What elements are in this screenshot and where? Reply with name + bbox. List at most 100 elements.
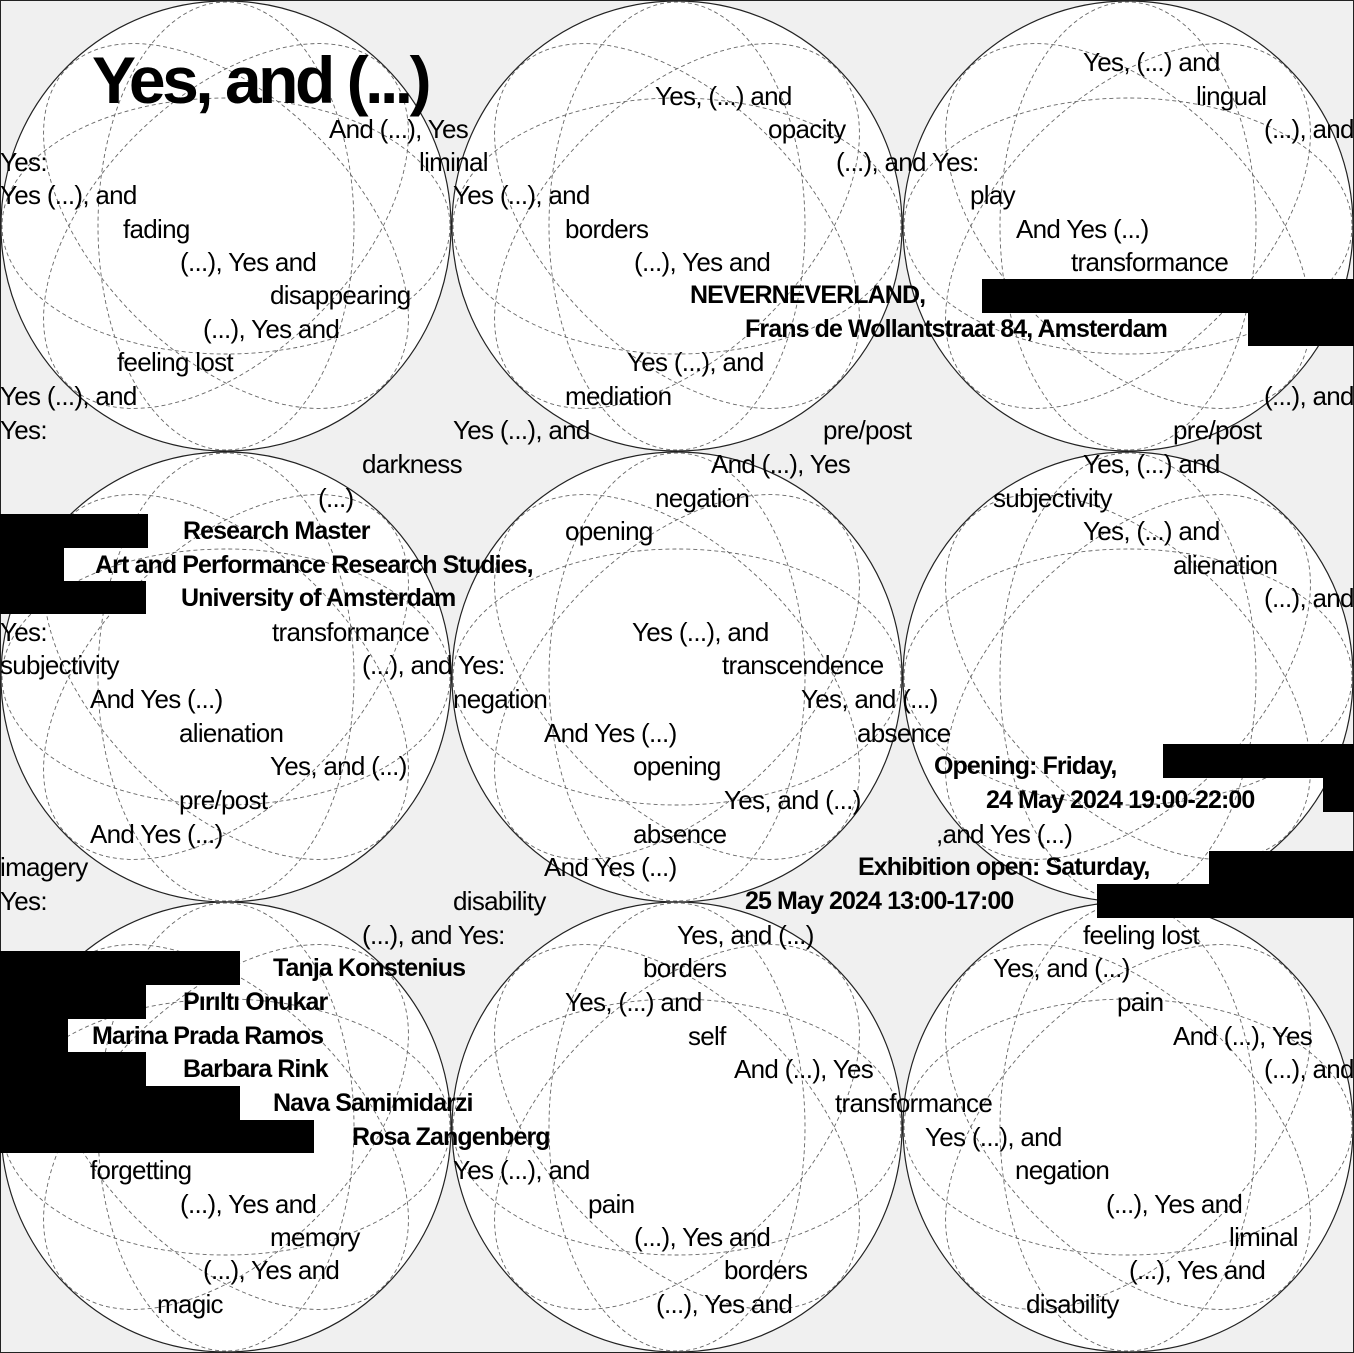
poster-word: And Yes (...) [544,852,677,882]
poster-word: Yes, and (...) [724,785,861,815]
rosette-circle [451,0,903,452]
black-bar [0,951,240,985]
poster-word: And (...), Yes [711,449,851,479]
poster-word: subjectivity [0,650,119,680]
participant-name: Marina Prada Ramos [92,1022,324,1050]
venue-address: Frans de Wollantstraat 84, Amsterdam [745,315,1168,343]
poster-word: Yes, (...) and [1083,516,1220,546]
poster-word: (...), Yes and [203,314,340,344]
program-line: Art and Performance Research Studies, [95,551,534,579]
poster-word: feeling lost [1083,920,1200,950]
poster-word: imagery [0,852,88,882]
poster-word: absence [857,718,951,748]
poster-word: fading [123,214,190,244]
exhibition-label: Exhibition open: Saturday, [858,853,1150,881]
black-bar [0,514,148,548]
poster-word: Yes (...), and [453,415,590,445]
program-line: University of Amsterdam [181,584,456,612]
participant-name: Pırıltı Onukar [183,988,328,1016]
poster-word: Yes: [0,617,48,647]
poster-word: pre/post [1173,415,1262,445]
poster-word: Yes, and (...) [801,684,938,714]
black-bar [1248,312,1354,346]
poster-word: Yes: [0,886,48,916]
black-bar [0,547,64,581]
poster-word: Yes, and (...) [993,953,1130,983]
black-bar [0,1120,314,1153]
rosette-circle [0,451,452,903]
rosette-circle [451,451,903,903]
poster-word: borders [724,1255,808,1285]
poster-word: absence [633,819,727,849]
poster-word: negation [655,483,750,513]
participant-name: Tanja Konstenius [273,954,466,982]
poster-word: Yes, (...) and [655,81,792,111]
poster-word: transformance [272,617,430,647]
poster-word: opening [633,751,721,781]
poster-word: disability [1026,1289,1119,1319]
poster-word: (...), Yes and [1129,1255,1266,1285]
poster-word: And Yes (...) [1016,214,1149,244]
poster-word: ,and Yes (...) [936,819,1073,849]
poster-word: lingual [1196,81,1267,111]
poster-word: liminal [1229,1222,1298,1252]
poster-word: And Yes (...) [90,819,223,849]
poster-word: (...), Yes and [203,1255,340,1285]
venue-name: NEVERNEVERLAND, [690,281,926,309]
poster-word: forgetting [90,1155,192,1185]
black-bar [0,1052,146,1086]
black-bar [1209,851,1354,885]
poster-word: And Yes (...) [90,684,223,714]
poster-word: magic [157,1289,224,1319]
poster-word: (...), Yes and [634,247,771,277]
poster-word: alienation [179,718,284,748]
poster-word: (...), Yes and [180,1189,317,1219]
poster-word: borders [565,214,649,244]
rosette-circle [0,0,452,452]
black-bar [0,985,146,1019]
poster-word: Yes (...), and [453,180,590,210]
poster-word: transformance [1071,247,1229,277]
poster-word: borders [643,953,727,983]
rosette-circle [451,901,903,1353]
poster-word: disappearing [270,280,411,310]
poster-word: (...), and Yes: [362,920,505,950]
poster-word: (...), and Yes: [836,147,979,177]
poster-word: feeling lost [117,347,234,377]
participant-name: Rosa Zangenberg [352,1123,551,1151]
poster-word: And (...), Yes [734,1054,874,1084]
exhibition-time: 25 May 2024 13:00-17:00 [745,887,1014,915]
poster-word: darkness [362,449,463,479]
poster-word: Yes: [0,415,48,445]
participant-name: Nava Samimidarzi [273,1089,473,1117]
poster-word: self [688,1021,726,1051]
poster-word: (...) [318,483,354,513]
poster-word: play [970,180,1016,210]
poster-word: (...), and [1264,583,1354,613]
poster-word: Yes, (...) and [565,987,702,1017]
black-bar [1163,744,1354,778]
program-line: Research Master [183,517,371,545]
black-bar [1323,778,1354,812]
poster-word: Yes, and (...) [677,920,814,950]
poster-word: (...), and [1264,114,1354,144]
poster-word: (...), and [1264,381,1354,411]
poster-word: transformance [835,1088,993,1118]
rosette-circle [902,0,1354,452]
poster-word: transcendence [722,650,884,680]
black-bar [982,279,1354,313]
black-bar [0,1019,68,1053]
poster-word: And (...), Yes [329,114,469,144]
poster-word: alienation [1173,550,1278,580]
poster-word: Yes (...), and [632,617,769,647]
poster-word: And Yes (...) [544,718,677,748]
poster-word: (...), and [1264,1054,1354,1084]
poster-word: Yes: [0,147,48,177]
black-bar [0,581,146,614]
poster-word: (...), and Yes: [362,650,505,680]
poster-word: (...), Yes and [656,1289,793,1319]
poster-word: (...), Yes and [1106,1189,1243,1219]
poster-word: liminal [419,147,488,177]
poster-word: (...), Yes and [180,247,317,277]
